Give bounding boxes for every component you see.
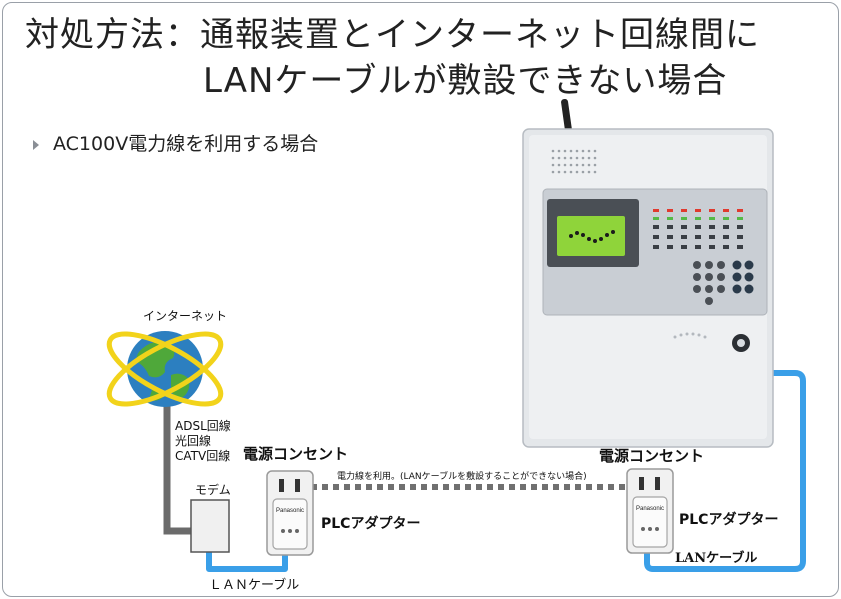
title-line-2: LANケーブルが敷設できない場合 xyxy=(203,61,728,101)
lan-cable-right xyxy=(644,370,806,572)
title-line-1: 対処方法：通報装置とインターネット回線間に xyxy=(25,15,760,55)
slide-title: 対処方法：通報装置とインターネット回線間に LANケーブルが敷設できない場合 xyxy=(25,13,760,101)
lan-label-right: LANケーブル xyxy=(675,551,758,566)
internet-globe-icon xyxy=(106,331,224,407)
line-types-list: ADSL回線 光回線 CATV回線 xyxy=(175,419,231,464)
plc-label-left: PLCアダプター xyxy=(321,516,421,532)
network-diagram: Panasonic Panasonic xyxy=(106,98,806,572)
line-type-fiber: 光回線 xyxy=(175,434,212,448)
outlet-label-left: 電源コンセント xyxy=(243,445,349,463)
line-type-catv: CATV回線 xyxy=(175,449,231,463)
bullet-item: AC100V電力線を利用する場合 xyxy=(33,129,318,156)
adapter-brand-right: Panasonic xyxy=(636,506,664,512)
notification-device-icon xyxy=(522,98,774,448)
powerline-note: 電力線を利用。(LANケーブルを敷設することができない場合) xyxy=(335,469,589,482)
adapter-brand-left: Panasonic xyxy=(276,508,304,514)
modem-label: モデム xyxy=(195,483,231,497)
internet-label: インターネット xyxy=(143,309,228,323)
phone-line-cable xyxy=(163,383,193,535)
plc-label-right: PLCアダプター xyxy=(679,512,779,528)
outlet-label-right: 電源コンセント xyxy=(599,447,705,465)
bullet-triangle-icon xyxy=(33,139,39,150)
line-type-adsl: ADSL回線 xyxy=(175,419,231,433)
bullet-text: AC100V電力線を利用する場合 xyxy=(53,133,319,155)
plc-adapter-right-icon: Panasonic xyxy=(626,468,674,554)
plc-adapter-left-icon: Panasonic xyxy=(266,470,314,556)
lan-cable-left xyxy=(206,551,288,572)
modem-icon xyxy=(190,499,230,553)
lan-label-left: ＬＡＮケーブル xyxy=(209,578,300,593)
